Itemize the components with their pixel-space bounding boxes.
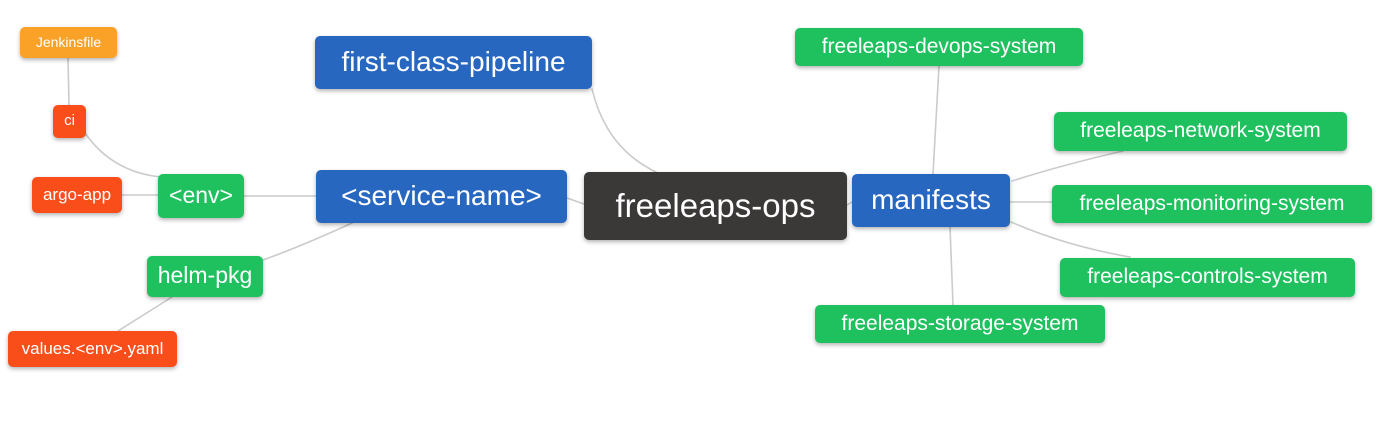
node-freeleaps-network-system[interactable]: freeleaps-network-system bbox=[1054, 112, 1347, 151]
node-freeleaps-storage-system[interactable]: freeleaps-storage-system bbox=[815, 305, 1105, 343]
node-freeleaps-controls-system[interactable]: freeleaps-controls-system bbox=[1060, 258, 1355, 297]
node-values-env-yaml[interactable]: values.<env>.yaml bbox=[8, 331, 177, 367]
node-freeleaps-monitoring-system[interactable]: freeleaps-monitoring-system bbox=[1052, 185, 1372, 223]
node-env[interactable]: <env> bbox=[158, 174, 244, 218]
node-first-class-pipeline[interactable]: first-class-pipeline bbox=[315, 36, 592, 89]
node-helm-pkg[interactable]: helm-pkg bbox=[147, 256, 263, 297]
node-ci[interactable]: ci bbox=[53, 105, 86, 138]
node-argo-app[interactable]: argo-app bbox=[32, 177, 122, 213]
node-manifests[interactable]: manifests bbox=[852, 174, 1010, 227]
node-freeleaps-devops-system[interactable]: freeleaps-devops-system bbox=[795, 28, 1083, 66]
node-jenkinsfile[interactable]: Jenkinsfile bbox=[20, 27, 117, 58]
node-freeleaps-ops[interactable]: freeleaps-ops bbox=[584, 172, 847, 240]
node-service-name[interactable]: <service-name> bbox=[316, 170, 567, 223]
